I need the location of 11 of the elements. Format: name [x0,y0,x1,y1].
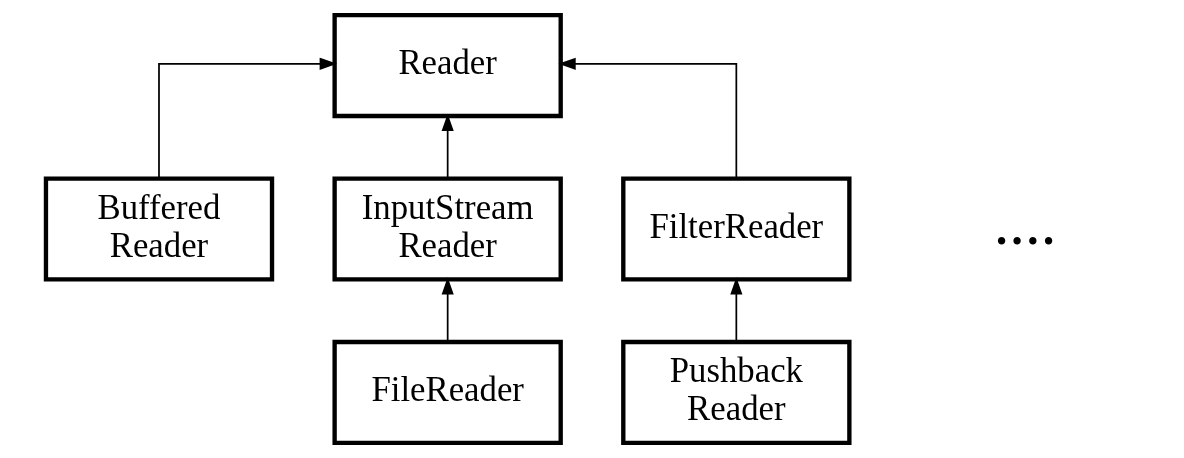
node-box: Reader [332,12,563,119]
arrow [158,57,338,180]
node-box: Buffered Reader [43,176,275,282]
arrow [730,277,743,343]
label: .... [993,188,1057,259]
node-box: FileReader [332,339,563,446]
node-box: FilterReader [621,176,852,282]
node-box: Pushback Reader [621,339,852,446]
arrow [558,57,738,180]
arrow [441,277,454,343]
node-box: InputStream Reader [332,176,563,282]
